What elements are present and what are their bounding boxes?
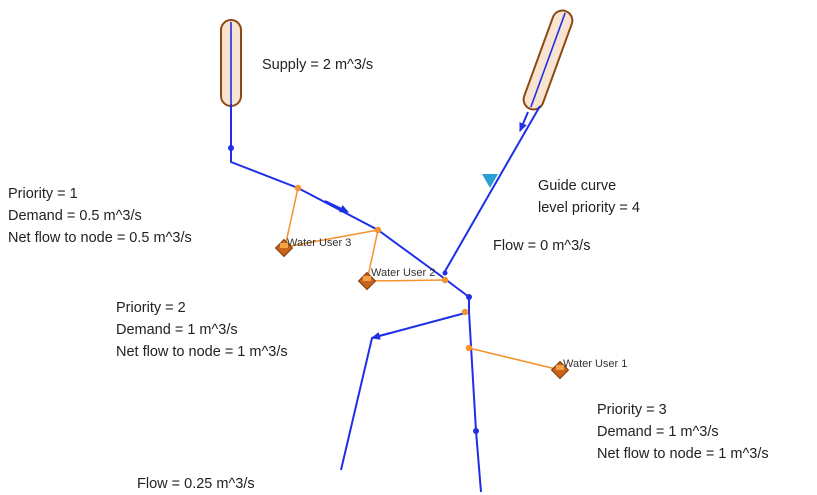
link-node — [294, 184, 302, 192]
arrow-main — [324, 200, 349, 213]
guide-curve-icon[interactable] — [482, 174, 498, 188]
guide-curve-annotation: Guide curve level priority = 4 — [538, 175, 640, 219]
supply-reservoir[interactable] — [220, 19, 242, 107]
water-user-2-label: Water User 2 — [371, 267, 435, 279]
demand-text: Demand = 0.5 m^3/s — [8, 208, 142, 224]
water-user-2-icon[interactable] — [357, 271, 377, 291]
demand-text: Demand = 1 m^3/s — [116, 322, 238, 338]
demand-text: Demand = 1 m^3/s — [597, 424, 719, 440]
link-node — [461, 308, 469, 316]
link-water-user-1[interactable] — [468, 347, 561, 371]
water-user-3-label: Water User 3 — [287, 237, 351, 249]
guide-river[interactable] — [443, 105, 541, 274]
water-user-1-icon[interactable] — [550, 360, 570, 380]
arrow-guide — [519, 111, 529, 132]
water-user-2-info: Priority = 2 Demand = 1 m^3/s Net flow t… — [116, 297, 288, 363]
junction-node[interactable] — [466, 294, 472, 300]
left-branch[interactable] — [340, 297, 470, 471]
priority-text: Priority = 3 — [597, 402, 667, 418]
flow-top-label: Flow = 0 m^3/s — [493, 238, 591, 254]
guide-reservoir[interactable] — [521, 8, 575, 113]
water-user-1-info: Priority = 3 Demand = 1 m^3/s Net flow t… — [597, 399, 769, 465]
water-user-1-label: Water User 1 — [563, 358, 627, 370]
priority-text: Priority = 1 — [8, 186, 78, 202]
junctions — [228, 145, 479, 434]
net-flow-text: Net flow to node = 1 m^3/s — [597, 446, 769, 462]
water-user-3-info: Priority = 1 Demand = 0.5 m^3/s Net flow… — [8, 183, 192, 249]
supply-label: Supply = 2 m^3/s — [262, 57, 374, 73]
flow-bottom-label: Flow = 0.25 m^3/s — [137, 476, 255, 492]
net-flow-text: Net flow to node = 0.5 m^3/s — [8, 230, 192, 246]
link-node — [441, 276, 449, 284]
net-flow-text: Net flow to node = 1 m^3/s — [116, 344, 288, 360]
guide-curve-title: Guide curve — [538, 178, 617, 194]
water-user-3-icon[interactable] — [274, 238, 294, 258]
junction-node[interactable] — [442, 270, 448, 276]
link-node — [465, 344, 473, 352]
priority-text: Priority = 2 — [116, 300, 186, 316]
right-branch[interactable] — [468, 311, 482, 493]
junction-node[interactable] — [228, 145, 234, 151]
arrow-left — [371, 332, 391, 340]
guide-curve-priority: level priority = 4 — [538, 200, 640, 216]
junction-node[interactable] — [473, 428, 479, 434]
